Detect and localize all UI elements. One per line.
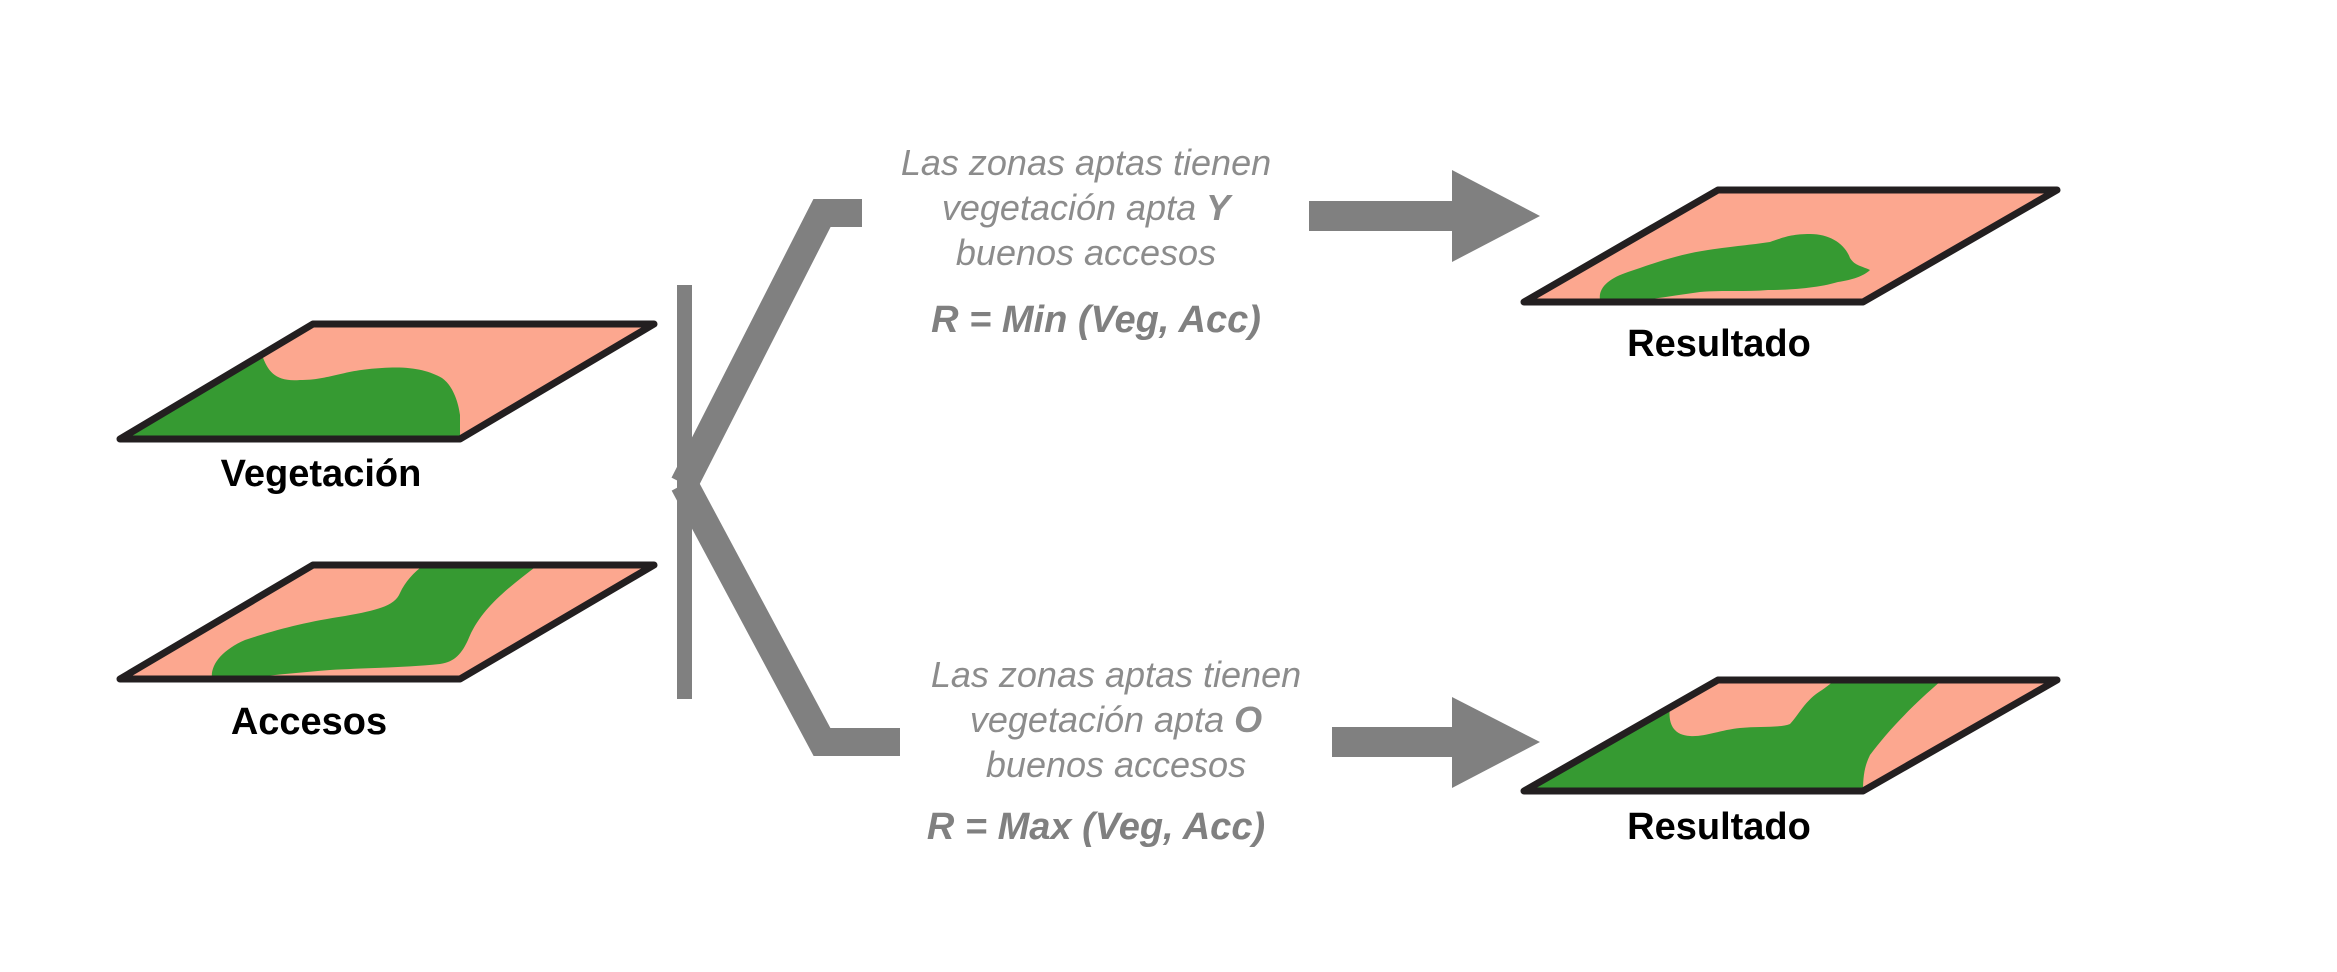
- bracket-lower-branch: [671, 477, 900, 756]
- result-min-map-green-area: [1599, 234, 1870, 302]
- min-operator: Y: [1206, 187, 1231, 228]
- max-operator: O: [1234, 699, 1263, 740]
- min-formula: R = Min (Veg, Acc): [931, 299, 1261, 341]
- result-max-map: [1520, 676, 2061, 795]
- min-description-line2-prefix: vegetación apta: [941, 187, 1207, 228]
- min-description-line1: Las zonas aptas tienen: [900, 142, 1272, 183]
- result-max-map-outline: [1520, 676, 2061, 795]
- vegetation-map-green-area: [120, 355, 460, 439]
- max-formula: R = Max (Veg, Acc): [926, 806, 1266, 848]
- access-label: Accesos: [230, 701, 388, 743]
- max-description: Las zonas aptas tienen vegetación apta O…: [856, 652, 1376, 787]
- vegetation-label: Vegetación: [220, 453, 422, 495]
- access-map: [116, 561, 658, 683]
- result-min-map: [1520, 186, 2061, 306]
- min-description-line2: vegetación apta Y: [826, 185, 1346, 230]
- arrow-max-shaft: [1332, 727, 1459, 757]
- access-map-green-road: [211, 565, 538, 679]
- min-description-line3: buenos accesos: [955, 232, 1217, 273]
- bracket-connector: [671, 199, 900, 756]
- vegetation-map: [116, 320, 658, 443]
- access-map-outline: [116, 561, 658, 683]
- result-max-label: Resultado: [1627, 806, 1811, 848]
- arrow-max: [1332, 697, 1540, 788]
- max-description-line1: Las zonas aptas tienen: [930, 654, 1302, 695]
- result-min-map-outline: [1520, 186, 2061, 306]
- arrow-min-head: [1452, 170, 1540, 262]
- arrow-min-shaft: [1309, 201, 1459, 231]
- arrow-min: [1309, 170, 1540, 262]
- max-description-line2: vegetación apta O: [856, 697, 1376, 742]
- bracket-upper-branch: [671, 199, 862, 491]
- max-description-line2-prefix: vegetación apta: [969, 699, 1235, 740]
- max-description-line3: buenos accesos: [985, 744, 1247, 785]
- min-description: Las zonas aptas tienen vegetación apta Y…: [826, 140, 1346, 275]
- result-max-map-green-area: [1524, 680, 1942, 791]
- vegetation-map-outline: [116, 320, 658, 443]
- arrow-max-head: [1452, 697, 1540, 788]
- result-min-label: Resultado: [1627, 323, 1811, 365]
